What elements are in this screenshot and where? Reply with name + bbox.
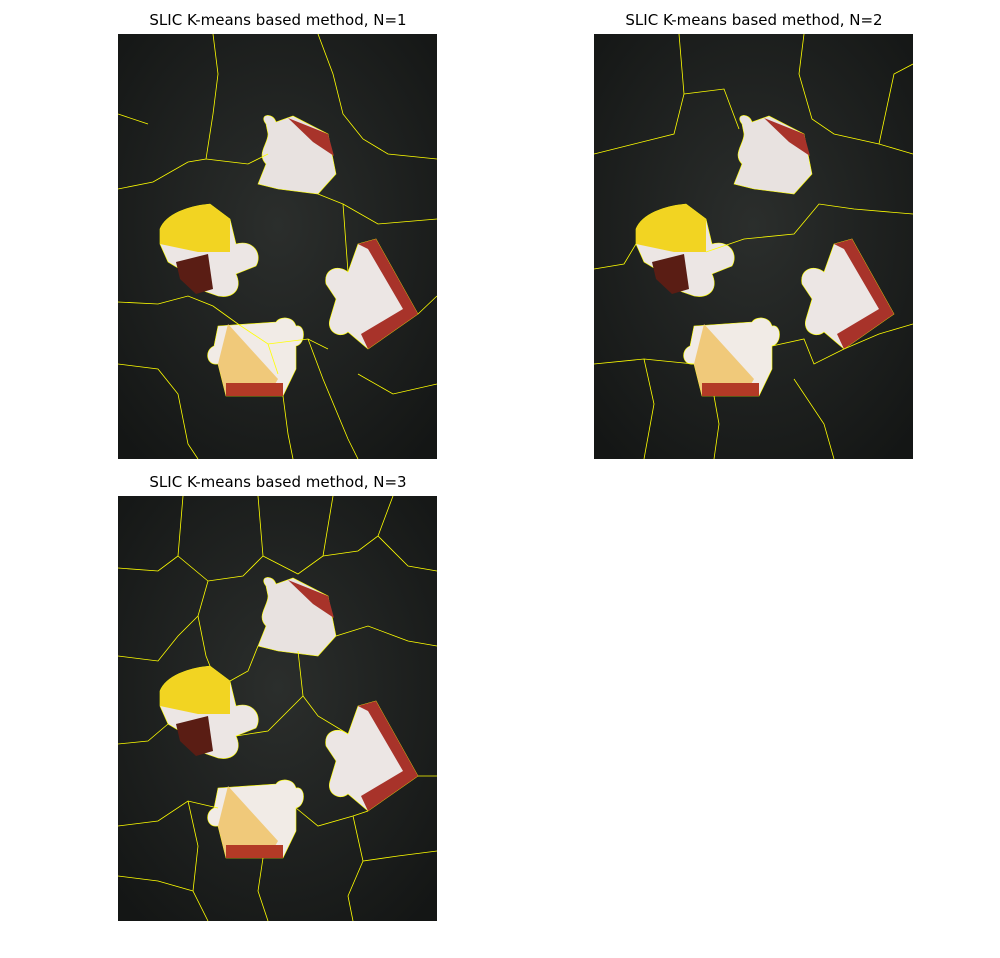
puzzle-piece-left xyxy=(635,203,735,297)
puzzle-piece-top xyxy=(257,115,337,195)
segmented-puzzle-image xyxy=(118,496,437,921)
puzzle-piece-bottom xyxy=(207,317,304,397)
superpixel-boundaries xyxy=(118,34,437,459)
segmented-puzzle-image xyxy=(594,34,913,459)
panel-title: SLIC K-means based method, N=2 xyxy=(625,11,883,29)
panel-title: SLIC K-means based method, N=1 xyxy=(149,11,407,29)
puzzle-piece-top xyxy=(733,115,813,195)
puzzle-piece-bottom xyxy=(683,317,780,397)
superpixel-boundaries xyxy=(594,34,913,459)
puzzle-piece-bottom xyxy=(207,779,304,859)
puzzle-piece-top xyxy=(257,577,337,657)
puzzle-piece-right xyxy=(325,700,419,812)
puzzle-piece-left xyxy=(159,665,259,759)
puzzle-piece-right xyxy=(325,238,419,350)
puzzle-piece-right xyxy=(801,238,895,350)
panel-title: SLIC K-means based method, N=3 xyxy=(149,473,407,491)
segmented-puzzle-image xyxy=(118,34,437,459)
superpixel-boundaries xyxy=(118,496,437,921)
puzzle-piece-left xyxy=(159,203,259,297)
